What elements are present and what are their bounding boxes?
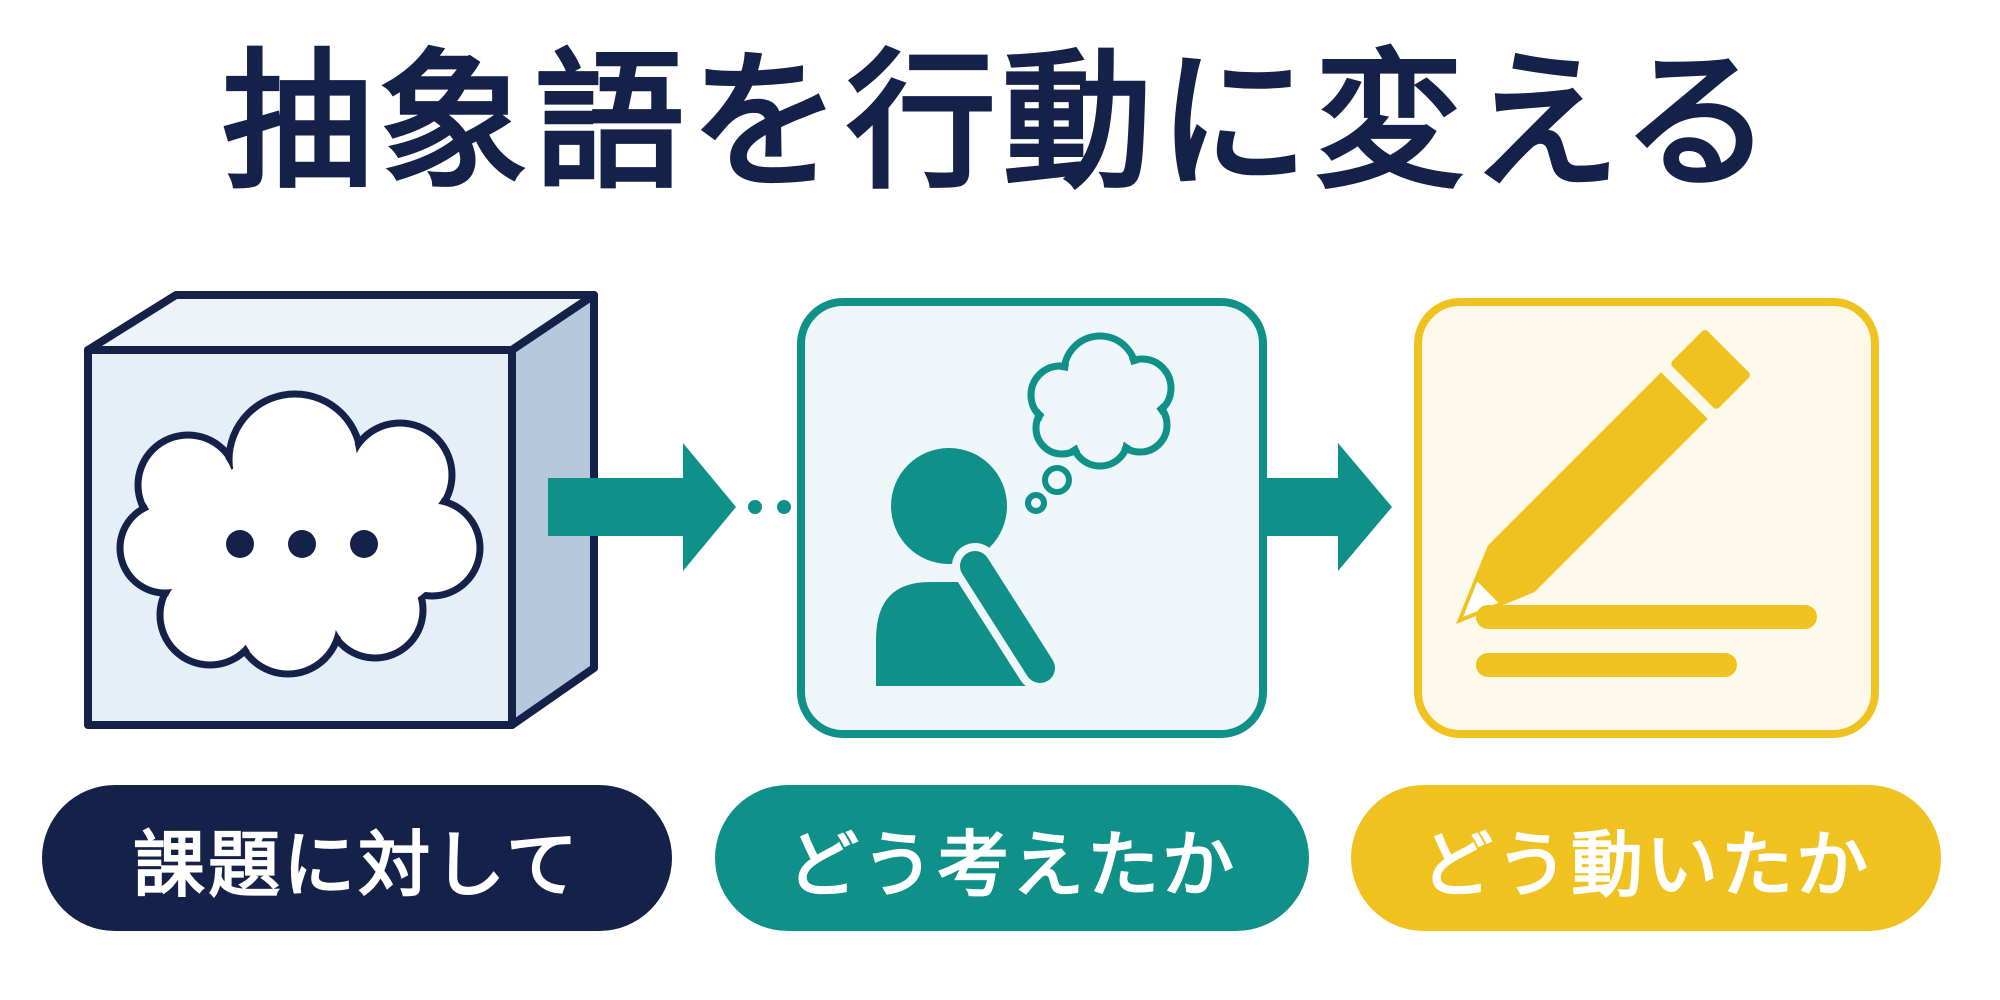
step-label-thinking: どう考えたか	[715, 785, 1309, 931]
arrow-right-icon	[1263, 443, 1392, 571]
step-label-action: どう動いたか	[1351, 785, 1941, 931]
cloud-icon	[116, 390, 484, 678]
thought-bubble-icon	[1027, 332, 1175, 470]
thinking-person-icon	[797, 298, 1267, 738]
step-label-problem: 課題に対して	[42, 785, 672, 931]
thought-cloud-box-icon	[84, 291, 598, 729]
page-title: 抽象語を行動に変える	[222, 36, 1778, 210]
ellipsis-icon	[226, 530, 378, 558]
arrow-right-icon	[548, 443, 791, 571]
pencil-writing-icon	[1414, 298, 1879, 738]
